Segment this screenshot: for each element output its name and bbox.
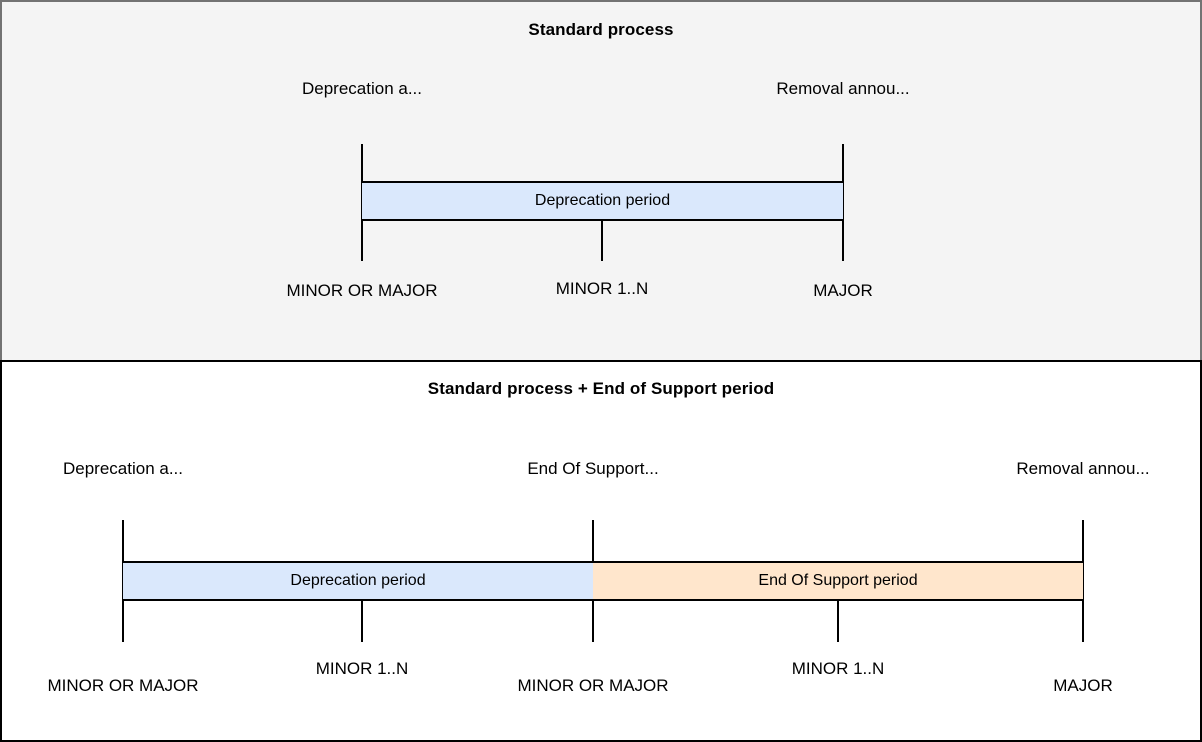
- milestone-tick-major: [842, 144, 844, 261]
- milestone-label: MAJOR: [1053, 676, 1113, 695]
- event-label: Deprecation a...: [62, 459, 184, 478]
- period-segment: End Of Support period: [593, 561, 1083, 601]
- period-segment: Deprecation period: [123, 561, 593, 601]
- milestone-label: MINOR OR MAJOR: [517, 676, 669, 695]
- milestone-label: MAJOR: [813, 281, 873, 300]
- period-segment-label: Deprecation period: [290, 572, 426, 589]
- milestone-tick-minor: [601, 221, 603, 261]
- period-segment-label: Deprecation period: [534, 192, 671, 209]
- milestone-tick-minor: [361, 601, 363, 642]
- milestone-tick-major: [1082, 520, 1084, 642]
- milestone-label: MINOR OR MAJOR: [47, 676, 199, 695]
- milestone-label: MINOR OR MAJOR: [286, 281, 438, 300]
- milestone-label: MINOR 1..N: [555, 279, 649, 298]
- panel-eos-process-title: Standard process + End of Support period: [427, 379, 775, 398]
- panel-standard-process-title: Standard process: [528, 20, 674, 39]
- period-segment: Deprecation period: [362, 181, 843, 221]
- panel-eos-process: Standard process + End of Support period…: [0, 360, 1202, 742]
- event-label: End Of Support...: [527, 459, 659, 478]
- milestone-label: MINOR 1..N: [315, 659, 409, 678]
- period-segment-label: End Of Support period: [758, 572, 918, 589]
- panel-standard-process: Standard process Deprecation a... Removal…: [0, 0, 1202, 362]
- event-label: Deprecation a...: [301, 79, 423, 98]
- event-label: Removal annou...: [1016, 459, 1150, 478]
- milestone-label: MINOR 1..N: [791, 659, 885, 678]
- event-label: Removal annou...: [776, 79, 910, 98]
- milestone-tick-minor: [837, 601, 839, 642]
